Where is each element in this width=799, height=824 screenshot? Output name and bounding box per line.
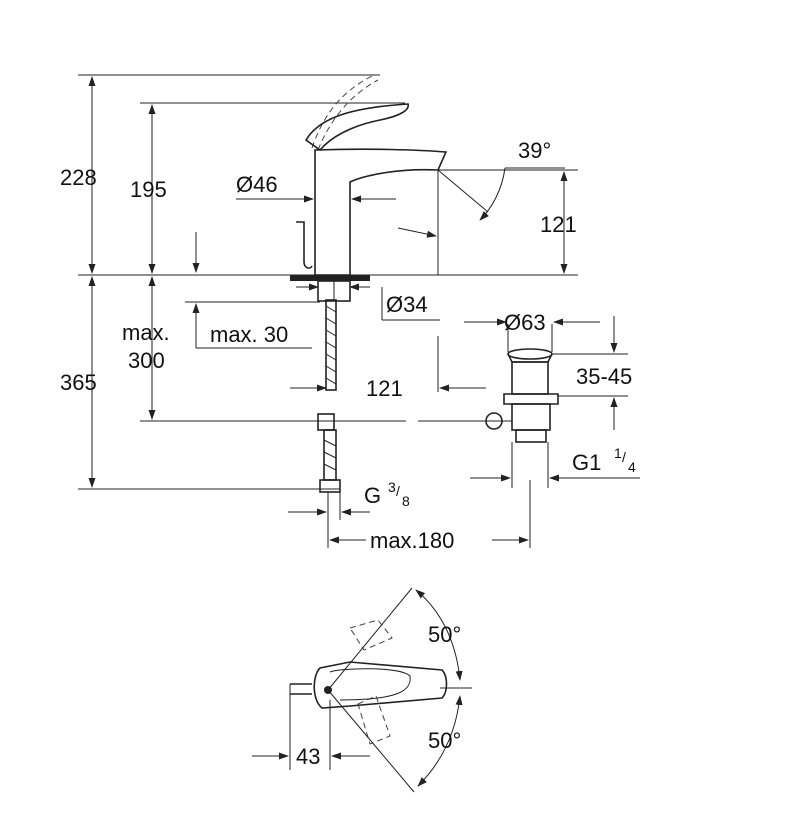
dim-max-30: max. 30 (185, 232, 320, 349)
faucet-side-view (296, 75, 448, 276)
dim-thread-supply: G 3 / 8 (288, 479, 410, 516)
dim-228: 228 (60, 76, 97, 274)
dim-diameter-34-label: Ø34 (386, 292, 428, 317)
dim-228-label: 228 (60, 165, 97, 190)
dim-max-300-label: 300 (128, 348, 165, 373)
dim-reach-121: 121 (290, 336, 486, 401)
lever-ghost (317, 79, 379, 151)
dim-diameter-63-label: Ø63 (504, 310, 546, 335)
dim-rotation-top-label: 50° (428, 622, 461, 647)
dim-thread-supply-den: 8 (402, 493, 410, 509)
reference-lines (78, 74, 405, 490)
dim-max-30-label: max. 30 (210, 322, 288, 347)
dim-rotation-top: 50° (415, 589, 463, 681)
dim-thread-waste-label: G1 (572, 450, 601, 475)
dim-diameter-63: Ø63 (464, 310, 600, 352)
dim-lever-offset: 43 (252, 684, 370, 770)
fraction-slash: / (396, 483, 400, 499)
dim-waste-range: 35-45 (552, 316, 632, 430)
dim-diameter-46: Ø46 (236, 172, 396, 203)
dim-diameter-34: Ø34 (290, 275, 440, 321)
dim-reach-121-label: 121 (366, 376, 403, 401)
dim-spout-121-label: 121 (540, 212, 577, 237)
dim-diameter-46-label: Ø46 (236, 172, 278, 197)
dim-max-300: max. 300 (122, 276, 170, 420)
faucet-body (314, 148, 448, 276)
dim-rotation-bottom-label: 50° (428, 728, 461, 753)
dim-thread-supply-label: G (364, 483, 381, 508)
dim-thread-waste-den: 4 (628, 459, 636, 475)
dim-lever-offset-label: 43 (296, 744, 320, 769)
popup-rod (296, 221, 313, 269)
dim-365-label: 365 (60, 370, 97, 395)
dim-max-180: max.180 (329, 480, 531, 553)
dim-spout-121: 121 (397, 169, 578, 275)
dim-spout-angle-label: 39° (518, 138, 551, 163)
lever (304, 103, 409, 152)
dim-365: 365 (60, 276, 97, 488)
dim-rotation-bottom: 50° (417, 695, 463, 787)
dim-195: 195 (130, 104, 167, 274)
fraction-slash-2: / (622, 449, 626, 465)
waste-assembly (485, 348, 559, 443)
dim-thread-waste-num: 1 (614, 445, 622, 461)
dim-thread-supply-num: 3 (388, 479, 396, 495)
supply-hose (300, 280, 500, 548)
ghost-up (349, 619, 393, 651)
dim-195-label: 195 (130, 177, 167, 202)
dim-thread-waste: G1 1 / 4 (470, 442, 640, 488)
dim-max-300-prefix: max. (122, 320, 170, 345)
deck-clamp (290, 275, 370, 281)
dim-waste-range-label: 35-45 (576, 364, 632, 389)
dim-max-180-label: max.180 (370, 528, 454, 553)
dim-spout-angle: 39° (437, 138, 565, 221)
